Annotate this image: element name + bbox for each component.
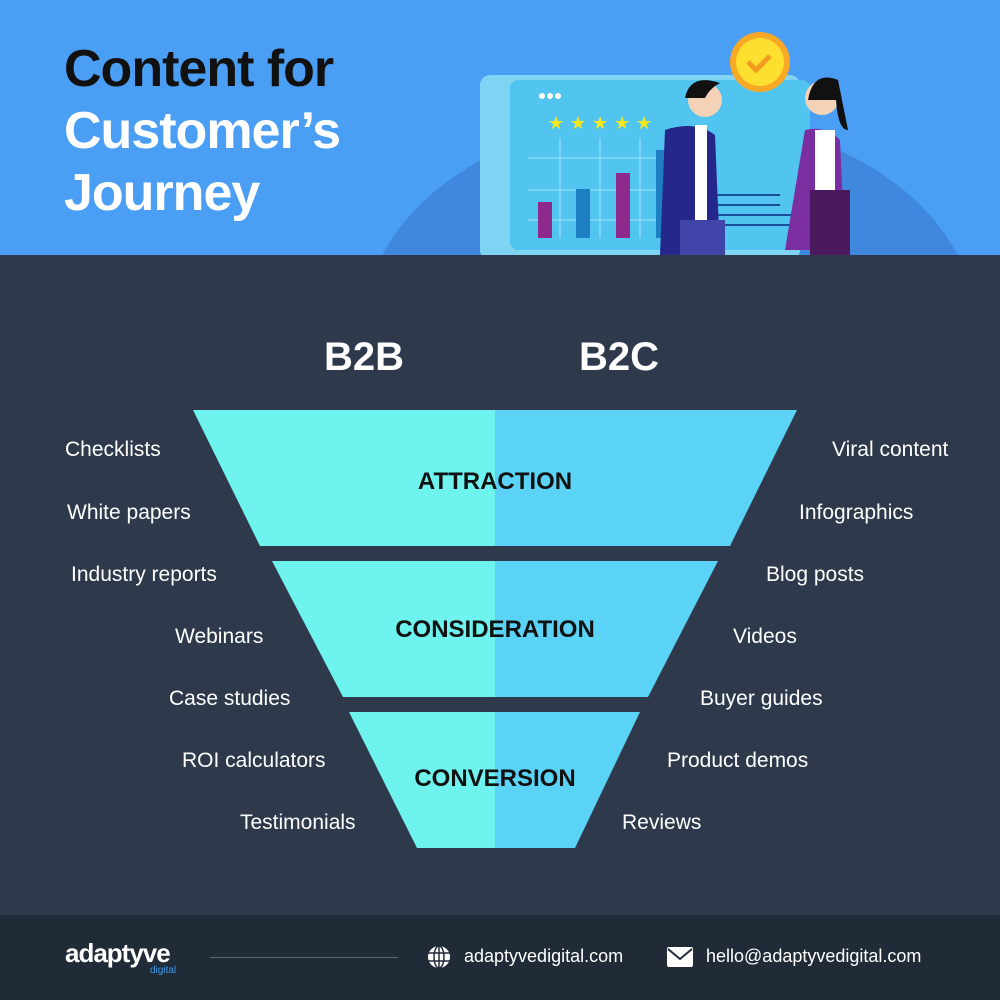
b2c-item: Product demos [667, 749, 809, 772]
title-line-1: Content for [64, 40, 334, 98]
b2b-item: Checklists [65, 438, 161, 461]
funnel-consideration-right [495, 561, 718, 697]
svg-text:★: ★ [614, 113, 630, 133]
mail-icon [667, 947, 693, 967]
b2b-item: Industry reports [71, 563, 217, 586]
b2c-item: Buyer guides [700, 687, 823, 710]
b2c-item: Blog posts [766, 563, 865, 586]
divider [210, 957, 398, 958]
website-link[interactable]: adaptyvedigital.com [464, 946, 624, 966]
b2c-item: Videos [733, 625, 797, 648]
stage-consideration: CONSIDERATION [395, 616, 595, 643]
svg-text:★: ★ [592, 113, 608, 133]
footer [0, 915, 1000, 1000]
logo-sub: digital [150, 965, 177, 976]
b2b-item: ROI calculators [182, 749, 326, 772]
funnel-attraction-right [495, 410, 797, 546]
svg-text:★: ★ [636, 113, 652, 133]
logo: adaptyve [65, 938, 171, 968]
title-line-2: Customer’s [64, 102, 341, 160]
handshake-illustration: ★ ★ ★ ★ ★ [480, 32, 850, 255]
email-link[interactable]: hello@adaptyvedigital.com [706, 946, 922, 966]
funnel-attraction-left [193, 410, 495, 546]
b2c-item: Infographics [799, 501, 914, 524]
title-line-3: Journey [64, 164, 260, 222]
b2b-item: Webinars [175, 625, 264, 648]
b2c-item: Reviews [622, 811, 702, 834]
funnel-consideration-left [272, 561, 495, 697]
header-banner: Content for Customer’s Journey ★ ★ ★ ★ ★ [0, 0, 1000, 255]
svg-text:★: ★ [570, 113, 586, 133]
globe-icon [428, 945, 450, 969]
funnel-conversion-right [495, 712, 640, 848]
b2b-item: Case studies [169, 687, 291, 710]
b2b-heading: B2B [324, 335, 405, 379]
stage-attraction: ATTRACTION [417, 468, 573, 495]
b2c-item: Viral content [832, 438, 949, 461]
stage-conversion: CONVERSION [414, 765, 576, 792]
svg-text:★: ★ [548, 113, 564, 133]
b2b-item: White papers [67, 501, 191, 524]
b2b-item: Testimonials [240, 811, 356, 834]
funnel-conversion-left [349, 712, 495, 848]
b2c-heading: B2C [579, 335, 660, 379]
